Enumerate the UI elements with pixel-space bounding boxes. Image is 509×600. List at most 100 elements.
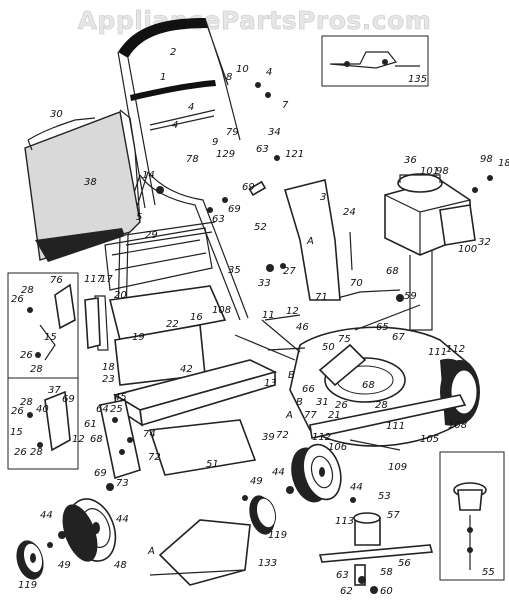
- label-63-b: 63: [212, 214, 225, 225]
- rear-axle-bracket-drawing: [112, 359, 278, 427]
- label-2: 2: [170, 47, 176, 58]
- blade-adapter-drawing: [318, 512, 434, 586]
- label-117: 117: [84, 274, 104, 285]
- label-100: 100: [458, 244, 477, 255]
- label-18: 18: [102, 362, 115, 373]
- label-75: 75: [338, 334, 351, 345]
- label-25: 25: [110, 404, 123, 415]
- label-69-a: 69: [242, 182, 255, 193]
- label-74: 74: [143, 429, 156, 440]
- label-21: 21: [328, 410, 341, 421]
- label-108-b: 108: [448, 420, 467, 431]
- label-46: 46: [296, 322, 309, 333]
- label-28-a: 28: [21, 285, 34, 296]
- mulch-plate-drawing: [148, 419, 257, 476]
- label-119-a: 119: [18, 580, 37, 591]
- bag-frame-drawing: [104, 227, 213, 291]
- front-axle-drawing: [309, 394, 467, 451]
- label-7: 7: [282, 100, 289, 111]
- label-26-d: 26: [335, 400, 348, 411]
- blade-adapter-55-drawing: [453, 482, 487, 570]
- label-33: 33: [258, 278, 271, 289]
- label-106: 106: [328, 442, 347, 453]
- engine-drawing: [384, 173, 476, 331]
- label-56: 56: [398, 558, 411, 569]
- label-3: 3: [320, 192, 326, 203]
- rear-wheel-left-drawing: [62, 498, 117, 562]
- bracket-135-drawing: [329, 51, 420, 69]
- label-28-d: 28: [375, 400, 388, 411]
- watermark: AppliancePartsPros.com: [77, 6, 432, 36]
- label-22: 22: [166, 319, 179, 330]
- label-48: 48: [114, 560, 127, 571]
- label-112-b: 112: [312, 432, 331, 443]
- label-29: 29: [145, 230, 158, 241]
- fastener-drawings: [27, 82, 493, 594]
- label-68-a: 68: [386, 266, 399, 277]
- inset-box-left: [7, 272, 79, 470]
- label-45: 45: [114, 392, 127, 403]
- label-59: 59: [404, 291, 417, 302]
- label-8: 8: [226, 72, 232, 83]
- label-4-top: 4: [266, 67, 272, 78]
- label-34: 34: [268, 127, 281, 138]
- label-A-3: A: [147, 546, 155, 557]
- label-66: 66: [302, 384, 315, 395]
- label-50: 50: [322, 342, 335, 353]
- label-70: 70: [350, 278, 363, 289]
- label-24: 24: [343, 207, 356, 218]
- label-63-a: 63: [256, 144, 269, 155]
- label-B-1: B: [288, 370, 295, 381]
- label-31: 31: [316, 397, 329, 408]
- rear-hubcap-drawing: [16, 540, 44, 580]
- label-16: 16: [190, 312, 203, 323]
- label-61: 61: [84, 419, 97, 430]
- label-72-b: 72: [148, 452, 161, 463]
- label-39: 39: [262, 432, 275, 443]
- rear-height-adjuster-drawing: [99, 399, 141, 480]
- label-32: 32: [478, 237, 491, 248]
- side-discharge-door-drawing: [283, 179, 341, 301]
- label-40: 40: [36, 404, 49, 415]
- label-14: 14: [142, 170, 155, 181]
- label-28-c: 28: [20, 397, 33, 408]
- inset-box-55: [439, 451, 505, 581]
- label-26-e: 26: [14, 447, 27, 458]
- label-112-a: 112: [446, 344, 465, 355]
- label-52: 52: [254, 222, 267, 233]
- label-119-b: 119: [268, 530, 287, 541]
- label-68-c: 68: [90, 434, 103, 445]
- label-101: 101: [420, 166, 439, 177]
- label-69-d: 69: [94, 468, 107, 479]
- label-44-c: 44: [116, 514, 129, 525]
- label-108-a: 108: [212, 305, 231, 316]
- label-73: 73: [116, 478, 129, 489]
- label-65: 65: [376, 322, 389, 333]
- label-28-e: 28: [30, 447, 43, 458]
- label-63-c: 63: [336, 570, 349, 581]
- label-79: 79: [226, 127, 239, 138]
- label-62: 62: [340, 586, 353, 597]
- label-26-c: 26: [11, 406, 24, 417]
- label-129: 129: [216, 149, 235, 160]
- label-38: 38: [84, 177, 97, 188]
- label-37: 37: [48, 385, 61, 396]
- inset-box-135: [321, 35, 429, 87]
- label-18-b: 18: [498, 158, 509, 169]
- label-133: 133: [258, 558, 277, 569]
- label-53: 53: [378, 491, 391, 502]
- label-1: 1: [160, 72, 166, 83]
- label-69-b: 69: [228, 204, 241, 215]
- label-15-b: 15: [10, 427, 23, 438]
- front-wheel-center-drawing: [291, 443, 342, 503]
- label-76: 76: [50, 275, 63, 286]
- label-105: 105: [420, 434, 439, 445]
- label-121: 121: [285, 149, 304, 160]
- label-36: 36: [404, 155, 417, 166]
- label-77: 77: [304, 410, 317, 421]
- label-13: 13: [264, 378, 277, 389]
- label-64: 64: [96, 404, 109, 415]
- label-72-a: 72: [276, 430, 289, 441]
